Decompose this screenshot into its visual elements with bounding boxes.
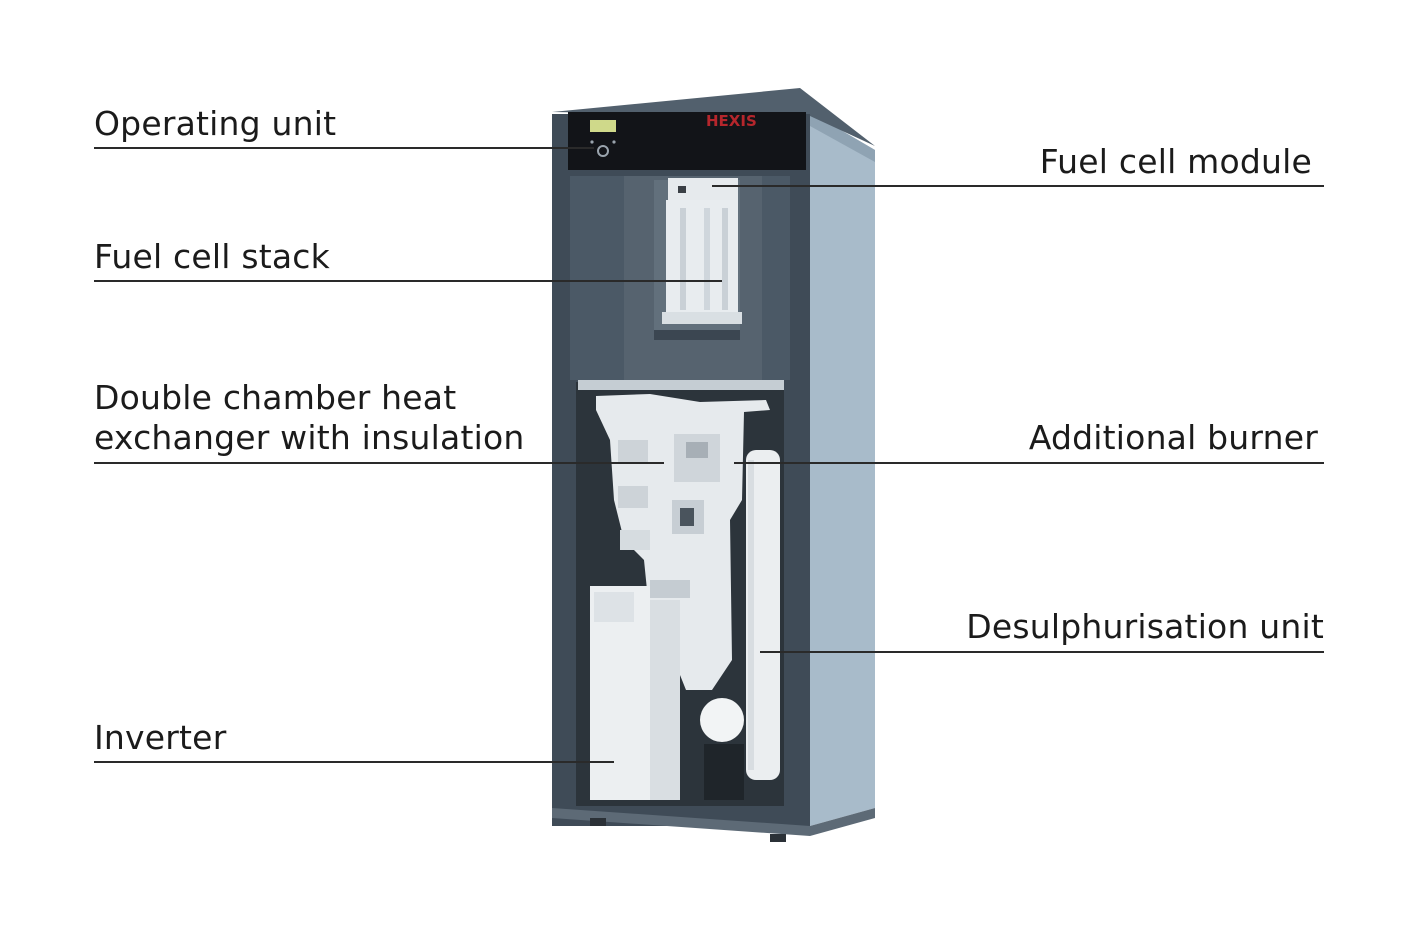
- cabinet-top: [552, 88, 875, 146]
- label-desulphurisation-unit: Desulphurisation unit: [966, 607, 1324, 646]
- control-knob: [597, 145, 609, 157]
- fuel-cell-module-cap: [668, 178, 738, 200]
- cabinet-side-panel: [810, 112, 875, 826]
- heat-exchanger-assembly: [596, 394, 770, 690]
- brand-logo: HEXIS: [706, 112, 757, 130]
- cabinet-base: [552, 808, 875, 836]
- leader-fuel-cell-stack: [94, 280, 722, 282]
- display-screen: [590, 120, 616, 132]
- leader-additional-burner: [734, 462, 1324, 464]
- label-inverter: Inverter: [94, 718, 227, 757]
- round-outlet: [700, 698, 744, 742]
- leader-fuel-cell-module: [712, 185, 1324, 187]
- leader-desulphurisation-unit: [760, 651, 1324, 653]
- leader-heat-exchanger: [94, 462, 664, 464]
- leader-inverter: [94, 761, 614, 763]
- leader-operating-unit: [94, 147, 594, 149]
- label-fuel-cell-module: Fuel cell module: [1039, 142, 1312, 181]
- label-operating-unit: Operating unit: [94, 104, 337, 143]
- desulphurisation-cylinder: [746, 450, 780, 780]
- label-additional-burner: Additional burner: [1028, 418, 1318, 457]
- label-fuel-cell-stack: Fuel cell stack: [94, 237, 330, 276]
- label-heat-exchanger: Double chamber heat exchanger with insul…: [94, 378, 525, 457]
